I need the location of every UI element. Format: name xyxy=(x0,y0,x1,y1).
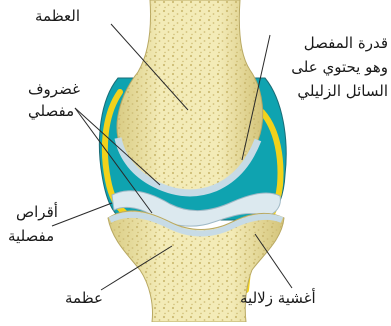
label-discs-line1: أقراص xyxy=(16,203,58,222)
label-bone-bottom: عظمة xyxy=(65,289,103,308)
label-capsule-line3: السائل الزليلي xyxy=(297,82,388,101)
label-bone-top: العظمة xyxy=(35,7,80,26)
label-capsule-line1: قدرة المفصل xyxy=(304,34,388,53)
label-synovial-membrane: أغشية زلالية xyxy=(240,289,316,308)
label-cartilage-line1: غضروف xyxy=(28,80,80,99)
leader-discs xyxy=(52,203,112,226)
label-cartilage-line2: مفصلي xyxy=(28,102,74,121)
label-capsule-line2: وهو يحتوي على xyxy=(291,58,388,77)
label-discs-line2: مفصلية xyxy=(8,227,54,246)
